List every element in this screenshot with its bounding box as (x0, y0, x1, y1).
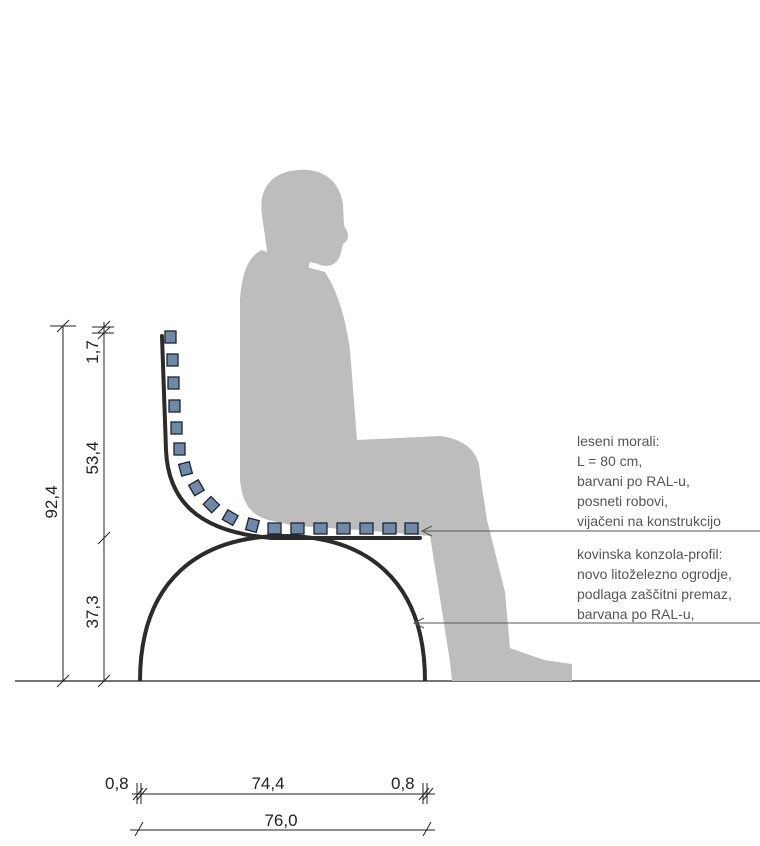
component-width-dimension: 0,8 74,4 0,8 (105, 774, 435, 804)
wood-note-line-3: barvani po RAL-u, (577, 473, 690, 489)
slat (168, 399, 181, 413)
total-height-dimension: 92,4 (42, 319, 76, 688)
slat (170, 421, 183, 435)
slat (167, 376, 180, 390)
metal-note-line-4: barvana po RAL-u, (577, 606, 695, 622)
metal-note-line-3: podlaga zaščitni premaz, (577, 586, 732, 602)
total-width-dimension: 76,0 (130, 811, 435, 837)
metal-frame (138, 334, 427, 682)
total-height-value: 92,4 (42, 485, 61, 518)
wood-note-line-4: posneti robovi, (577, 493, 668, 509)
total-width-value: 76,0 (264, 811, 297, 830)
wood-note: leseni morali: L = 80 cm, barvani po RAL… (420, 433, 760, 537)
wood-note-line-2: L = 80 cm, (577, 453, 642, 469)
backrest-height-value: 53,4 (83, 441, 102, 474)
slat (164, 330, 177, 344)
wood-note-line-5: vijačeni na konstrukcijo (577, 513, 721, 529)
seated-person-silhouette (240, 169, 572, 681)
wooden-slats (164, 330, 419, 535)
wood-note-line-1: leseni morali: (577, 433, 659, 449)
slat (177, 460, 194, 477)
support-arc (138, 533, 427, 682)
slat (166, 353, 179, 367)
slat (221, 508, 240, 527)
slat (313, 522, 328, 535)
slat (290, 522, 305, 535)
silhouette-head (261, 169, 349, 276)
inner-width-value: 74,4 (251, 774, 284, 793)
slat (336, 522, 351, 535)
seat-height-value: 37,3 (83, 595, 102, 628)
top-offset-value: 1,7 (83, 340, 102, 364)
right-profile-value: 0,8 (391, 774, 415, 793)
slat (382, 522, 397, 535)
slat (404, 522, 419, 535)
left-profile-value: 0,8 (105, 774, 129, 793)
segment-height-dimension: 1,7 53,4 37,3 (83, 320, 114, 688)
silhouette-body (240, 250, 572, 681)
slat (244, 517, 261, 534)
slat (202, 495, 221, 514)
metal-note: kovinska konzola-profil: novo litoželezn… (412, 546, 760, 629)
slat (173, 442, 186, 456)
slat (359, 522, 374, 535)
slat (267, 522, 282, 535)
metal-note-line-2: novo litoželezno ogrodje, (577, 566, 732, 582)
slat (187, 478, 206, 497)
metal-note-line-1: kovinska konzola-profil: (577, 546, 723, 562)
